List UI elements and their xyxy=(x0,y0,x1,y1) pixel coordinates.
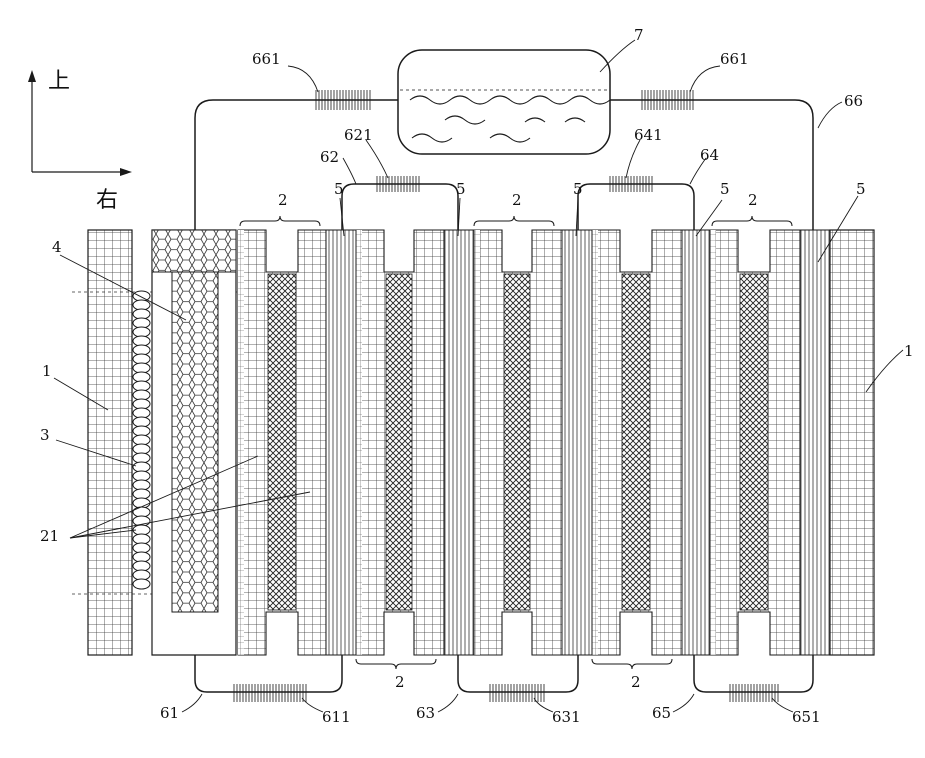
cell-stack xyxy=(238,230,830,655)
label-661-right: 661 xyxy=(720,50,749,68)
membrane xyxy=(562,230,592,655)
cell-edge-layer xyxy=(356,230,362,655)
tank xyxy=(398,50,610,154)
pipe-62 xyxy=(342,184,458,230)
heat-exchanger-641 xyxy=(610,176,652,192)
heat-exchanger-621 xyxy=(377,176,419,192)
cell-5 xyxy=(710,230,800,655)
label-62: 62 xyxy=(320,148,339,166)
label-5-4: 5 xyxy=(720,180,730,198)
cell-core xyxy=(622,274,650,610)
label-1-left: 1 xyxy=(42,362,52,380)
cell-2 xyxy=(356,230,444,655)
direction-right-label: 右 xyxy=(96,188,118,213)
heat-exchanger-651 xyxy=(730,684,778,702)
membrane xyxy=(682,230,710,655)
label-621: 621 xyxy=(344,126,373,144)
cell-core xyxy=(386,274,412,610)
label-5-5: 5 xyxy=(856,180,866,198)
heat-exchanger-631 xyxy=(490,684,544,702)
label-2-top-1: 2 xyxy=(278,191,288,209)
cell-edge-layer xyxy=(592,230,598,655)
label-641: 641 xyxy=(634,126,663,144)
pipe-61 xyxy=(195,655,342,692)
label-65: 65 xyxy=(652,704,671,722)
label-2-bottom-2: 2 xyxy=(631,673,641,691)
cell-4 xyxy=(592,230,682,655)
pipe-63 xyxy=(458,655,578,692)
left-end-plate xyxy=(88,230,132,655)
label-2-bottom-1: 2 xyxy=(395,673,405,691)
cell-core xyxy=(740,274,768,610)
label-631: 631 xyxy=(552,708,581,726)
label-63: 63 xyxy=(416,704,435,722)
label-5-3: 5 xyxy=(573,180,583,198)
cell-core xyxy=(268,274,296,610)
cell-edge-layer xyxy=(474,230,480,655)
label-64: 64 xyxy=(700,146,719,164)
right-end-plate xyxy=(830,230,874,655)
pipe-64 xyxy=(578,184,694,230)
cell-edge-layer xyxy=(710,230,716,655)
label-4: 4 xyxy=(52,238,62,256)
pipe-65 xyxy=(694,655,813,692)
label-651: 651 xyxy=(792,708,821,726)
cell-core xyxy=(504,274,530,610)
label-2-top-3: 2 xyxy=(748,191,758,209)
cell-edge-layer xyxy=(238,230,244,655)
heat-exchanger-611 xyxy=(234,684,306,702)
label-61: 61 xyxy=(160,704,179,722)
membrane xyxy=(326,230,356,655)
heater-coil xyxy=(133,291,150,592)
direction-up-label: 上 xyxy=(48,69,70,94)
heater-coil-loop xyxy=(133,579,150,589)
label-3: 3 xyxy=(40,426,50,444)
label-5-2: 5 xyxy=(456,180,466,198)
label-661-left: 661 xyxy=(252,50,281,68)
cell-3 xyxy=(474,230,562,655)
label-611: 611 xyxy=(322,708,351,726)
heat-block xyxy=(152,230,236,655)
cell-1 xyxy=(238,230,326,655)
membrane xyxy=(800,230,830,655)
label-21: 21 xyxy=(40,527,59,545)
label-66: 66 xyxy=(844,92,863,110)
label-5-1: 5 xyxy=(334,180,344,198)
direction-indicator: 上 右 xyxy=(28,69,132,213)
label-2-top-2: 2 xyxy=(512,191,522,209)
label-7: 7 xyxy=(634,26,644,44)
label-1-right: 1 xyxy=(904,342,914,360)
membrane xyxy=(444,230,474,655)
